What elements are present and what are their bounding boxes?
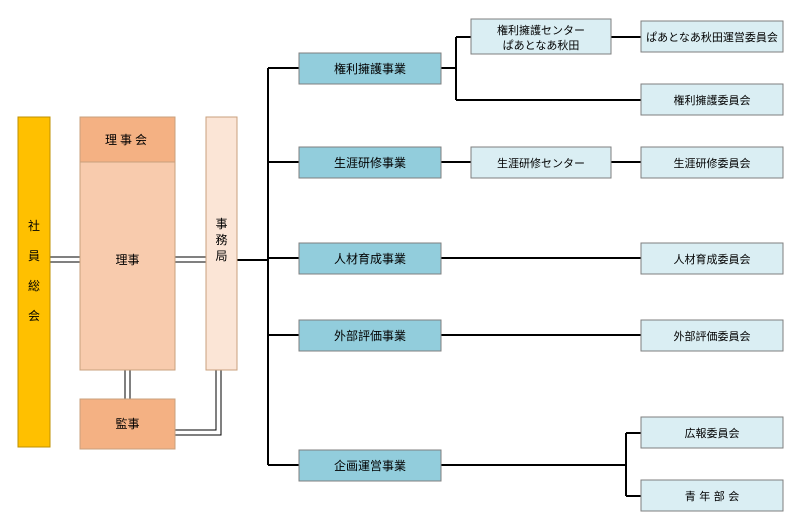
committee-label: 広報委員会 (685, 427, 740, 440)
division-advocacy: 権利擁護事業 (298, 52, 442, 85)
division-label: 人材育成事業 (334, 251, 406, 266)
connector-auditor-secretariat-1 (175, 370, 217, 431)
division-planning: 企画運営事業 (298, 449, 442, 482)
committee-eval: 外部評価委員会 (640, 319, 784, 352)
advocacy-center-box: 権利擁護センター ぱあとなあ秋田 (470, 18, 612, 55)
training-center-label: 生涯研修センター (497, 156, 585, 170)
committee-label: 権利擁護委員会 (674, 93, 751, 107)
committee-label: ぱあとなあ秋田運営委員会 (646, 30, 778, 44)
general-assembly-box: 社員総会 (17, 116, 51, 448)
division-label: 企画運営事業 (334, 458, 406, 473)
committee-advocacy: 権利擁護委員会 (640, 83, 784, 116)
advocacy-center-line2: ぱあとなあ秋田 (503, 38, 580, 52)
board-header-box: 理事会 (79, 116, 176, 163)
board-box: 理事 (79, 161, 176, 371)
committee-label: 人材育成委員会 (674, 252, 751, 266)
division-eval: 外部評価事業 (298, 319, 442, 352)
board-label: 理事 (115, 253, 139, 267)
committee-label: 生涯研修委員会 (674, 156, 751, 170)
connectors (50, 36, 641, 497)
committee-label: 青 年 部 会 (685, 489, 740, 503)
secretariat-label: 事務局 (215, 217, 227, 263)
division-training: 生涯研修事業 (298, 146, 442, 179)
auditor-label: 監事 (115, 416, 139, 431)
division-hr: 人材育成事業 (298, 242, 442, 275)
committee-youth: 青 年 部 会 (640, 479, 784, 512)
committee-training: 生涯研修委員会 (640, 146, 784, 179)
auditor-box: 監事 (79, 398, 176, 450)
training-center-box: 生涯研修センター (470, 146, 612, 179)
committee-hr: 人材育成委員会 (640, 242, 784, 275)
division-label: 生涯研修事業 (334, 155, 406, 170)
connector-auditor-secretariat-2 (175, 370, 222, 436)
advocacy-center-line1: 権利擁護センター (497, 23, 585, 37)
board-header-label: 理事会 (105, 133, 150, 147)
committee-label: 外部評価委員会 (674, 329, 751, 343)
committee-pa-akita: ぱあとなあ秋田運営委員会 (640, 20, 784, 53)
division-label: 権利擁護事業 (334, 61, 406, 76)
general-assembly-label: 社員総会 (28, 218, 40, 323)
division-label: 外部評価事業 (334, 328, 406, 343)
secretariat-box: 事務局 (205, 116, 238, 371)
committee-pr: 広報委員会 (640, 416, 784, 449)
